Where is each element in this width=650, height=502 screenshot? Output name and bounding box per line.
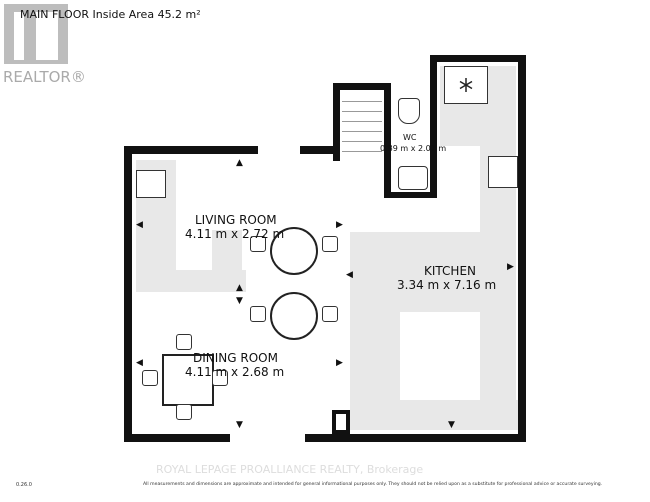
room-name-dining: DINING ROOM — [193, 351, 278, 365]
disclaimer: All measurements and dimensions are appr… — [143, 482, 603, 487]
arrow-icon: ▲ — [236, 283, 243, 293]
floor-title: MAIN FLOOR Inside Area 45.2 m² — [20, 8, 201, 21]
table — [270, 227, 318, 275]
arrow-icon: ▼ — [448, 420, 455, 430]
arrow-icon: ◀ — [136, 358, 143, 368]
room-dims-kitchen: 3.34 m x 7.16 m — [397, 278, 497, 292]
room-dims-dining: 4.11 m x 2.68 m — [185, 365, 285, 379]
room-name-kitchen: KITCHEN — [424, 264, 476, 278]
living-sink — [136, 170, 166, 198]
arrow-icon: ▲ — [236, 158, 243, 168]
fridge — [444, 66, 488, 104]
realtor-logo — [4, 4, 68, 64]
toilet — [398, 98, 420, 124]
arrow-icon: ▶ — [336, 358, 343, 368]
arrow-icon: ▼ — [236, 296, 243, 306]
arrow-icon: ◀ — [346, 270, 353, 280]
watermark: ROYAL LEPAGE PROALLIANCE REALTY, Brokera… — [156, 463, 424, 476]
room-name-living: LIVING ROOM — [195, 213, 277, 227]
kitchen-sink — [488, 156, 518, 188]
snowflake-icon — [459, 78, 473, 92]
version-label: 0.26.0 — [16, 482, 32, 488]
room-name-wc: WC — [403, 133, 417, 142]
wc-sink — [398, 166, 428, 190]
arrow-icon: ▼ — [236, 420, 243, 430]
stairs — [342, 92, 382, 152]
room-dims-wc: 0.89 m x 2.07 m — [380, 144, 447, 153]
arrow-icon: ▶ — [507, 262, 514, 272]
room-dims-living: 4.11 m x 2.72 m — [185, 227, 285, 241]
table — [270, 292, 318, 340]
arrow-icon: ▶ — [336, 220, 343, 230]
arrow-icon: ◀ — [136, 220, 143, 230]
realtor-logo-text: REALTOR® — [3, 68, 86, 86]
